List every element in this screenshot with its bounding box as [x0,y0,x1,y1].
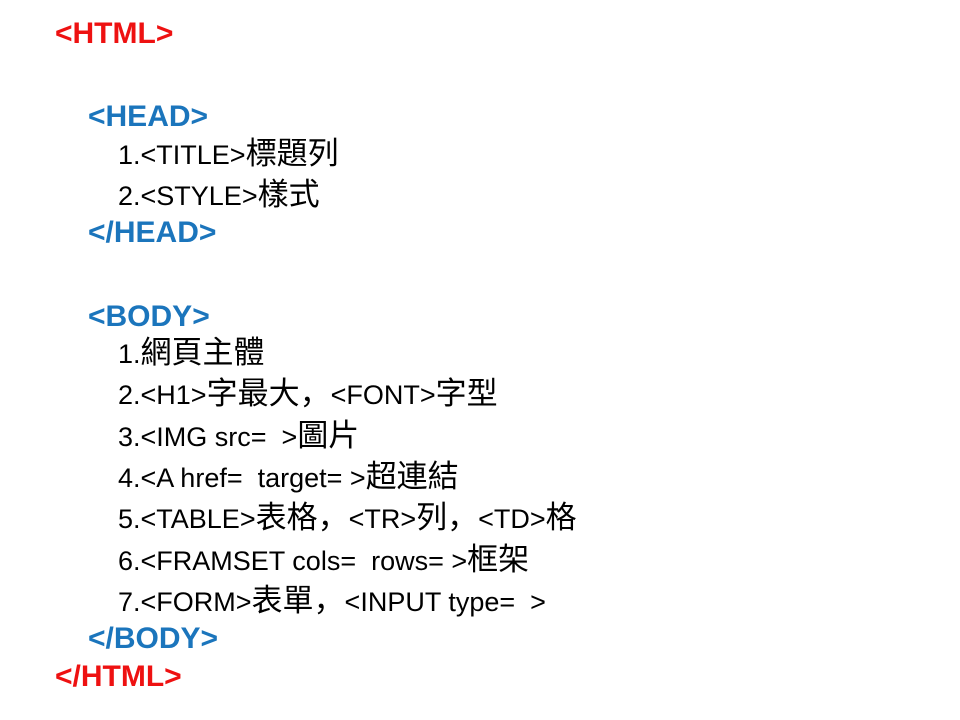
cjk-text: 樣式 [257,177,320,213]
code-text: 2.<STYLE> [118,181,258,211]
code-text: <TD> [478,504,546,534]
html-open-tag: <HTML> [55,17,174,50]
cjk-text: 表格， [255,500,349,536]
cjk-text: 框架 [467,542,530,578]
head-open-tag: <HEAD> [88,100,209,133]
body-item-h1-font: 2.<H1>字最大，<FONT>字型 [118,376,498,418]
body-item-a-href: 4.<A href= target= >超連結 [118,459,459,501]
code-text: 5.<TABLE> [118,504,256,534]
cjk-text: 格 [545,500,577,536]
cjk-text: 字型 [435,376,498,412]
code-text: 7.<FORM> [118,587,252,617]
cjk-text: 網頁主體 [140,335,265,371]
cjk-text: 表單， [251,583,345,619]
html-close-tag: </HTML> [55,660,182,693]
body-item-img: 3.<IMG src= >圖片 [118,418,359,460]
cjk-text: 字最大， [206,376,331,412]
body-item-frameset: 6.<FRAMSET cols= rows= >框架 [118,542,529,584]
code-text: <INPUT type= > [344,587,546,617]
code-text: <TR> [348,504,417,534]
body-item-main: 1.網頁主體 [118,335,265,377]
code-text: 4.<A href= target= > [118,463,366,493]
body-open-tag: <BODY> [88,300,210,333]
body-item-table: 5.<TABLE>表格，<TR>列，<TD>格 [118,500,577,542]
code-text: <FONT> [330,380,436,410]
code-text: 6.<FRAMSET cols= rows= > [118,546,468,576]
body-close-tag: </BODY> [88,622,219,655]
cjk-text: 標題列 [245,136,339,172]
code-text: 3.<IMG src= > [118,422,298,452]
head-close-tag: </HEAD> [88,216,217,249]
body-item-form: 7.<FORM>表單，<INPUT type= > [118,583,546,625]
cjk-text: 列， [416,500,479,536]
cjk-text: 超連結 [365,459,459,495]
code-text: 1. [118,339,141,369]
code-text: 1.<TITLE> [118,140,246,170]
code-text: 2.<H1> [118,380,207,410]
cjk-text: 圖片 [297,418,360,454]
head-item-style: 2.<STYLE>樣式 [118,177,320,219]
head-item-title: 1.<TITLE>標題列 [118,136,339,178]
